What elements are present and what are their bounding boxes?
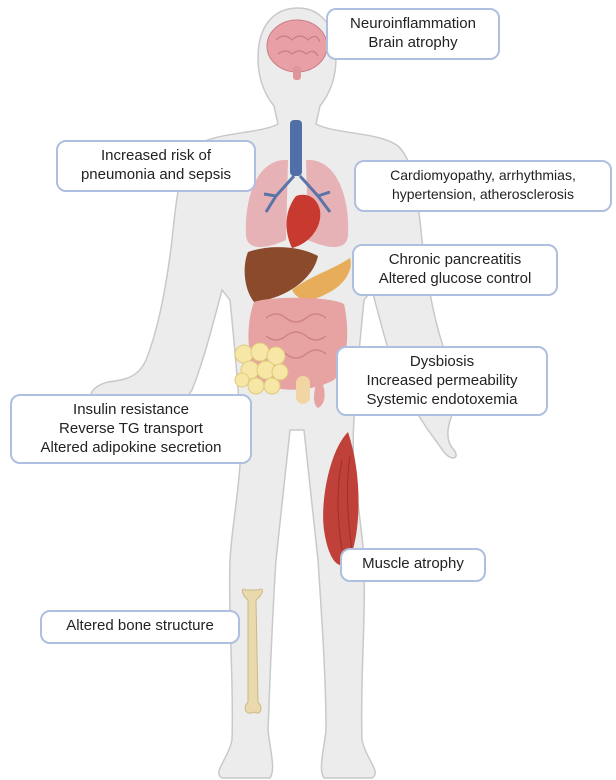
- bladder: [296, 376, 310, 404]
- callout-bone: Altered bone structure: [40, 610, 240, 644]
- callout-heart-line-2: hypertension, atherosclerosis: [364, 185, 602, 204]
- callout-brain: Neuroinflammation Brain atrophy: [326, 8, 500, 60]
- callout-adipose: Insulin resistance Reverse TG transport …: [10, 394, 252, 464]
- callout-pancreas-line-1: Chronic pancreatitis: [362, 250, 548, 269]
- callout-gut: Dysbiosis Increased permeability Systemi…: [336, 346, 548, 416]
- callout-heart: Cardiomyopathy, arrhythmias, hypertensio…: [354, 160, 612, 212]
- adipose-tissue: [235, 343, 288, 394]
- callout-adipose-line-1: Insulin resistance: [20, 400, 242, 419]
- callout-bone-line-1: Altered bone structure: [50, 616, 230, 635]
- callout-muscle: Muscle atrophy: [340, 548, 486, 582]
- brainstem: [293, 66, 301, 80]
- callout-gut-line-3: Systemic endotoxemia: [346, 390, 538, 409]
- callout-adipose-line-3: Altered adipokine secretion: [20, 438, 242, 457]
- callout-brain-line-1: Neuroinflammation: [336, 14, 490, 33]
- trachea: [290, 120, 302, 176]
- callout-gut-line-2: Increased permeability: [346, 371, 538, 390]
- callout-lungs: Increased risk of pneumonia and sepsis: [56, 140, 256, 192]
- callout-muscle-line-1: Muscle atrophy: [350, 554, 476, 573]
- callout-gut-line-1: Dysbiosis: [346, 352, 538, 371]
- callout-lungs-line-2: pneumonia and sepsis: [66, 165, 246, 184]
- callout-brain-line-2: Brain atrophy: [336, 33, 490, 52]
- callout-heart-line-1: Cardiomyopathy, arrhythmias,: [364, 166, 602, 185]
- callout-pancreas-line-2: Altered glucose control: [362, 269, 548, 288]
- callout-lungs-line-1: Increased risk of: [66, 146, 246, 165]
- callout-adipose-line-2: Reverse TG transport: [20, 419, 242, 438]
- brain-organ: [267, 20, 327, 72]
- callout-pancreas: Chronic pancreatitis Altered glucose con…: [352, 244, 558, 296]
